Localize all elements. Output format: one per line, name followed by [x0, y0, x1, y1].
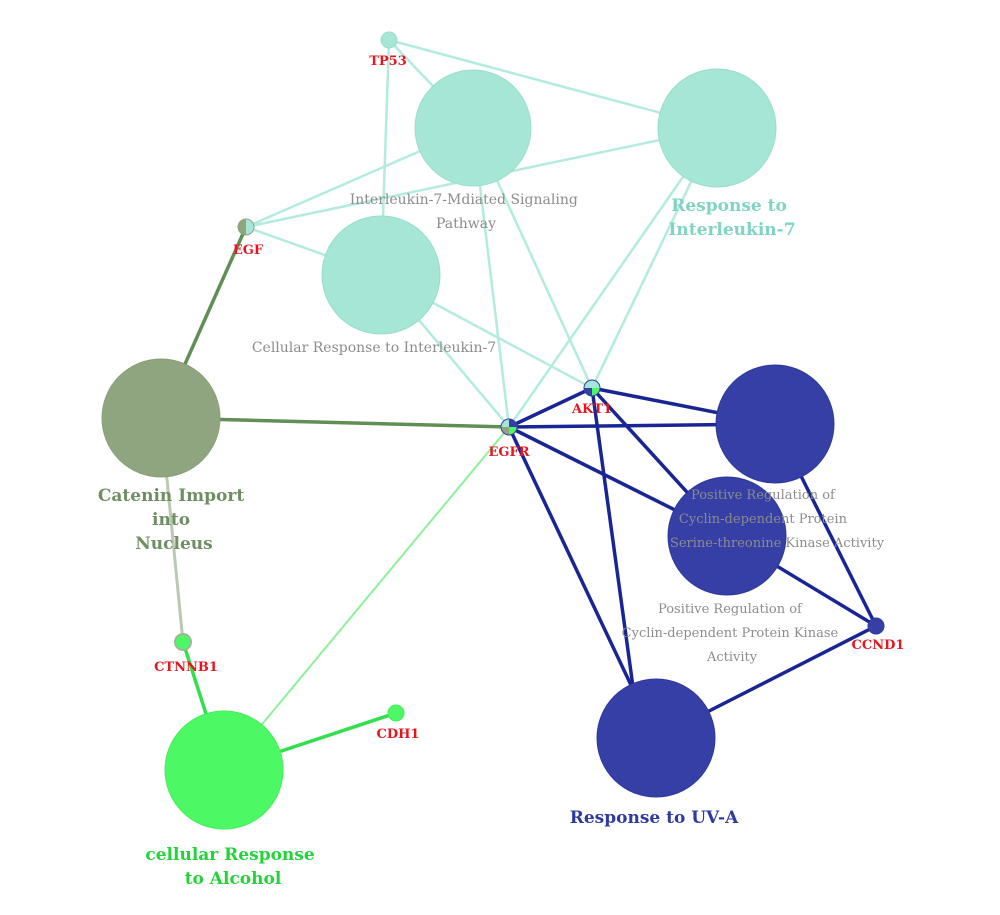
gene-label-akt1: AKT1 — [571, 402, 612, 417]
term-node-cellular-response-alcohol[interactable] — [164, 710, 284, 830]
gene-node-ccnd1[interactable] — [867, 617, 885, 635]
edge-egfr-cellular-response-alcohol — [223, 426, 510, 771]
gene-node-cdh1[interactable] — [387, 704, 405, 722]
gene-node-egfr[interactable] — [500, 418, 518, 436]
gene-label-egfr: EGFR — [488, 445, 529, 460]
term-node-cellular-response-il7[interactable] — [321, 215, 441, 335]
gene-node-ctnnb1[interactable] — [174, 633, 192, 651]
gene-label-ctnnb1: CTNNB1 — [154, 660, 218, 675]
gene-label-ccnd1: CCND1 — [852, 638, 905, 653]
term-label-pos-reg-cdk-ser-thr: Positive Regulation of Cyclin-dependent … — [670, 488, 885, 551]
edge-egfr-akt1 — [508, 386, 593, 429]
term-node-response-il7[interactable] — [657, 68, 777, 188]
edge-akt1-response-uva — [590, 387, 642, 739]
edge-egfr-response-il7 — [507, 127, 719, 428]
term-label-cellular-response-il7: Cellular Response to Interleukin-7 — [252, 340, 496, 356]
gene-node-tp53[interactable] — [380, 31, 398, 49]
gene-label-tp53: TP53 — [369, 54, 407, 69]
term-node-pos-reg-cdk[interactable] — [667, 476, 787, 596]
gene-label-cdh1: CDH1 — [377, 727, 420, 742]
term-label-response-uva: Response to UV-A — [570, 808, 739, 828]
term-node-pos-reg-cdk-ser-thr[interactable] — [715, 364, 835, 484]
term-node-il7-signaling[interactable] — [414, 69, 532, 187]
gene-label-egf: EGF — [233, 243, 264, 258]
term-node-response-uva[interactable] — [596, 678, 716, 798]
gene-node-akt1[interactable] — [583, 379, 601, 397]
term-label-catenin-import: Catenin Import into Nucleus — [98, 486, 250, 554]
term-label-cellular-response-alcohol: cellular Response to Alcohol — [145, 845, 320, 889]
term-node-catenin-import[interactable] — [101, 358, 221, 478]
term-label-il7-signaling: Interleukin-7-Mdiated Signaling Pathway — [350, 192, 583, 232]
term-label-pos-reg-cdk: Positive Regulation of Cyclin-dependent … — [622, 602, 843, 665]
gene-node-egf[interactable] — [237, 218, 255, 236]
term-label-response-il7: Response to Interleukin-7 — [668, 196, 795, 240]
